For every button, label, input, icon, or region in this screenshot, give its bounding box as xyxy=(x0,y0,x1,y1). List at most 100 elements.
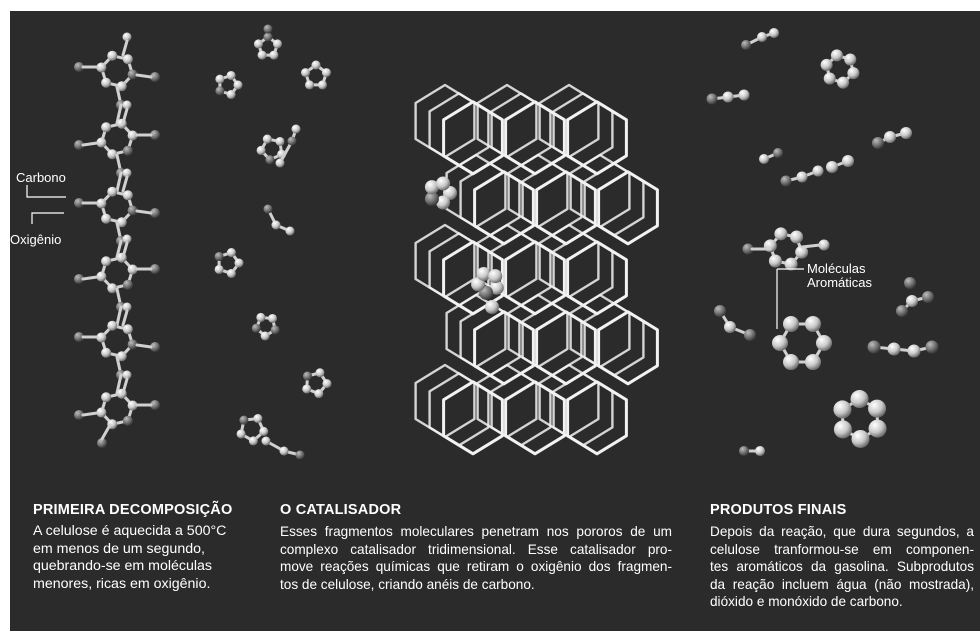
carbon-atom xyxy=(796,171,808,183)
carbon-atom xyxy=(122,32,132,42)
bond xyxy=(121,309,129,327)
carbon-atom xyxy=(302,384,312,394)
carbon-atom xyxy=(127,264,138,275)
carbon-atom xyxy=(868,419,887,438)
carbon-atom xyxy=(488,269,503,284)
carbon-atom xyxy=(485,300,499,314)
carbon-atom xyxy=(769,28,779,38)
oxygen-atom xyxy=(739,446,749,456)
carbon-atom xyxy=(321,68,331,78)
oxygen-atom xyxy=(122,145,133,156)
carbon-atom xyxy=(820,58,833,71)
carbon-atom xyxy=(226,248,236,258)
oxygen-atom xyxy=(122,279,133,290)
carbon-atom xyxy=(774,227,788,241)
oxygen-atom xyxy=(97,438,107,448)
oxygen-atom xyxy=(287,136,297,146)
oxygen-atom xyxy=(74,198,84,208)
carbon-atom xyxy=(783,315,799,332)
oxygen-atom xyxy=(127,69,138,80)
carbon-atom xyxy=(842,155,854,167)
carbon-atom xyxy=(887,342,901,356)
carbon-atom xyxy=(805,354,821,371)
carbon-atom xyxy=(107,50,118,61)
carbon-atom xyxy=(122,234,132,244)
cellulose-chain xyxy=(74,32,160,448)
text-line: tos de celulose, criando anéis de carbon… xyxy=(280,576,535,592)
carbon-atom xyxy=(256,312,266,322)
carbon-atom xyxy=(818,239,830,251)
oxygen-atom xyxy=(742,243,754,255)
framework-cell xyxy=(597,310,659,386)
framework-cell xyxy=(535,170,597,246)
carbon-atom xyxy=(96,271,107,282)
text-line: Esses fragmentos moleculares penetram no… xyxy=(280,524,672,539)
catalyst-framework xyxy=(414,83,659,456)
carbon-atom xyxy=(107,149,118,160)
carbon-atom xyxy=(107,283,118,294)
bond xyxy=(115,373,123,395)
carbon-atom xyxy=(122,324,133,335)
oxygen-atom xyxy=(773,148,783,158)
bond xyxy=(100,423,112,441)
carbon-atom xyxy=(851,429,870,448)
bond xyxy=(121,39,129,57)
carbon-atom xyxy=(96,407,107,418)
carbon-atom xyxy=(795,245,809,259)
label-leader-lines xyxy=(26,185,804,329)
bond xyxy=(135,209,153,215)
oxygen-atom xyxy=(867,340,881,354)
carbon-atom xyxy=(122,370,132,380)
oxygen-atom xyxy=(302,371,312,381)
carbon-atom xyxy=(122,54,133,65)
bond xyxy=(115,103,123,125)
text-line: menores, ricas em oxigênio. xyxy=(33,575,211,592)
oxygen-atom xyxy=(896,305,908,317)
carbon-atom xyxy=(471,277,486,292)
bond xyxy=(121,175,129,193)
oxygen-atom xyxy=(74,410,84,420)
carbon-atom xyxy=(236,429,246,439)
text-line: A celulose é aquecida a 500°C xyxy=(33,523,227,539)
carbon-atom xyxy=(317,80,327,90)
framework-cell xyxy=(442,100,504,176)
carbon-atom xyxy=(259,426,269,436)
carbon-atom xyxy=(301,68,311,78)
carbon-atom xyxy=(215,74,225,84)
illustration-panel: Carbono Oxigênio Moléculas Aromáticas PR… xyxy=(10,11,980,631)
framework-cell xyxy=(504,100,566,176)
carbon-atom xyxy=(226,268,236,278)
carbon-label: Carbono xyxy=(16,170,66,185)
carbon-atom xyxy=(816,335,832,351)
carbon-atom xyxy=(311,60,321,70)
framework-cell xyxy=(566,240,628,316)
framework-cell xyxy=(566,100,628,176)
oxygen-atom xyxy=(780,175,792,187)
oxygen-atom xyxy=(150,264,160,274)
carbon-atom xyxy=(256,145,266,155)
oxygen-atom xyxy=(74,62,84,72)
carbon-atom xyxy=(291,124,301,134)
carbon-atom xyxy=(122,168,132,178)
molecule-illustration xyxy=(26,24,939,460)
catalyst-title: O CATALISADOR xyxy=(280,502,402,518)
carbon-atom xyxy=(122,302,132,312)
bond xyxy=(135,73,153,79)
oxygen-atom xyxy=(263,24,273,34)
bond xyxy=(135,343,153,349)
oxygen-atom xyxy=(127,339,138,350)
carbon-atom xyxy=(826,161,838,173)
text-line: da reação incluem água (não mostrada), xyxy=(710,576,974,592)
bond xyxy=(121,107,129,125)
bond xyxy=(81,411,99,417)
carbon-atom xyxy=(850,390,869,409)
first-decomposition-text: A celulose é aquecida a 500°C em menos d… xyxy=(33,523,268,593)
oxygen-atom xyxy=(925,340,939,354)
carbon-atom xyxy=(260,331,270,341)
framework-cell xyxy=(473,170,535,246)
carbon-atom xyxy=(226,90,236,100)
carbon-atom xyxy=(833,400,852,419)
carbon-atom xyxy=(96,137,107,148)
oxygen-atom xyxy=(215,86,225,96)
oxygen-atom xyxy=(270,325,280,335)
